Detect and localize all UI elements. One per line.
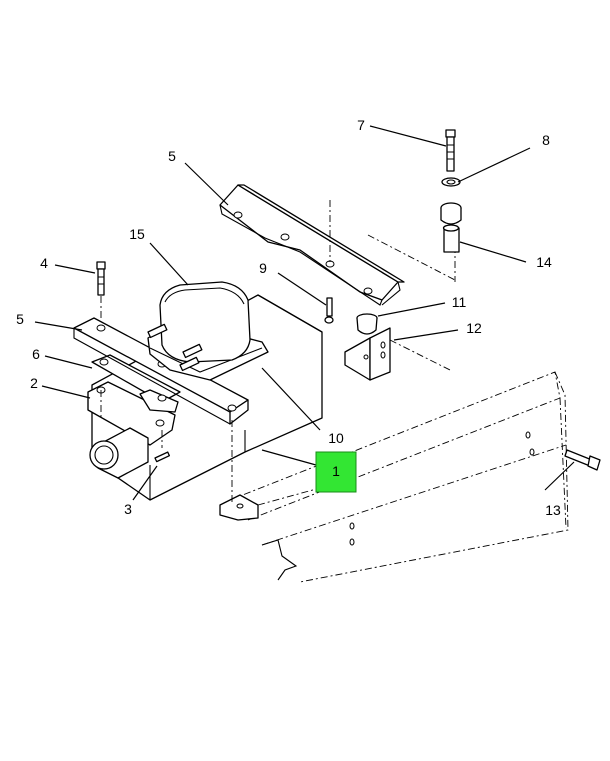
frame-rail xyxy=(229,371,569,583)
callout-6: 6 xyxy=(32,346,40,362)
clamp-plates xyxy=(73,317,249,425)
callout-14: 14 xyxy=(536,254,552,270)
callout-5-left: 5 xyxy=(16,311,24,327)
callout-1-highlight xyxy=(315,451,357,493)
callout-3: 3 xyxy=(124,501,132,517)
mount-stack xyxy=(440,129,462,253)
callout-5-top: 5 xyxy=(168,148,176,164)
callout-10: 10 xyxy=(328,430,344,446)
clamp-base-2 xyxy=(87,381,176,479)
callout-2: 2 xyxy=(30,375,38,391)
leader-lines xyxy=(34,125,575,505)
callout-labels: 1 2 3 4 5 5 6 7 8 9 10 11 12 13 14 15 xyxy=(16,117,561,518)
callout-15: 15 xyxy=(129,226,145,242)
callout-8: 8 xyxy=(542,132,550,148)
callout-9: 9 xyxy=(259,260,267,276)
callout-13: 13 xyxy=(545,502,561,518)
callout-4: 4 xyxy=(40,255,48,271)
isolator-and-bracket xyxy=(344,313,451,381)
callout-12: 12 xyxy=(466,320,482,336)
coil-15 xyxy=(147,281,269,381)
bolt-4 xyxy=(96,261,106,320)
bolt-9 xyxy=(324,297,334,324)
callout-7: 7 xyxy=(357,117,365,133)
bolt-13 xyxy=(564,449,601,471)
upper-bracket xyxy=(219,184,456,306)
callout-11: 11 xyxy=(452,294,467,310)
callout-1: 1 xyxy=(332,463,340,479)
